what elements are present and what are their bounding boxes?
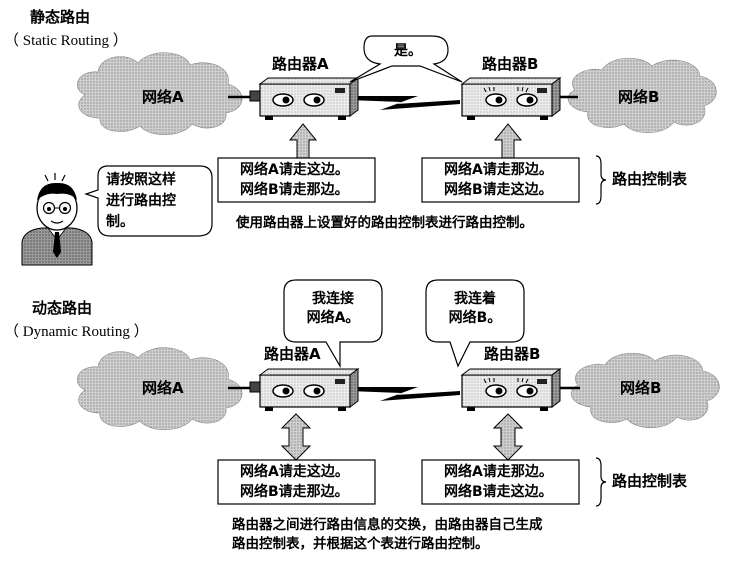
router-icon (249, 77, 360, 120)
router-icon (249, 368, 360, 411)
lightning-link-icon (348, 387, 460, 401)
brace-icon (595, 155, 607, 205)
routing-table-label: 路由控制表 (612, 170, 688, 188)
dynamic-caption: 路由器之间进行路由信息的交换，由路由器自己生成 路由控制表，并根据这个表进行路由… (232, 516, 543, 554)
network-a-label: 网络A (142, 88, 184, 106)
router-b-label: 路由器B (482, 55, 539, 73)
static-routing-subtitle: （ Static Routing ） (4, 33, 128, 49)
admin-bubble-line: 请按照这样 (106, 172, 176, 188)
router-a-bubble-text: 我连接 网络A。 (284, 290, 382, 328)
router-icon (460, 77, 562, 120)
network-a-label: 网络A (142, 379, 184, 397)
admin-speech-bubble (84, 165, 213, 237)
admin-bubble-line: 进行路由控 (106, 193, 176, 209)
router-a-label: 路由器A (264, 345, 321, 363)
administrator-icon (21, 173, 93, 266)
cloud-icon (570, 352, 720, 429)
speech-bubble (349, 35, 463, 83)
dynamic-routing-title: 动态路由 (32, 299, 93, 317)
network-b-label: 网络B (620, 379, 662, 397)
brace-icon (595, 457, 607, 507)
dynamic-routing-subtitle: （ Dynamic Routing ） (4, 324, 149, 340)
network-b-label: 网络B (618, 88, 660, 106)
router-b-label: 路由器B (484, 345, 541, 363)
static-routing-title: 静态路由 (30, 8, 91, 26)
bidirectional-arrow-icon (492, 413, 524, 461)
caption-line: 路由器之间进行路由信息的交换，由路由器自己生成 (232, 517, 543, 533)
routing-entry: 网络B请走那边。 (240, 484, 349, 500)
routing-entry: 网络A请走这边。 (240, 162, 349, 178)
routing-entry: 网络A请走那边。 (444, 162, 553, 178)
bubble-line: 网络B。 (448, 310, 502, 326)
speech-bubble (283, 279, 383, 369)
routing-entry: 网络B请走这边。 (444, 182, 553, 198)
routing-table-a: 网络A请走这边。 网络B请走那边。 (240, 160, 349, 200)
cloud-icon (567, 57, 717, 134)
routing-table-b: 网络A请走那边。 网络B请走这边。 (444, 462, 553, 502)
routing-entry: 网络B请走这边。 (444, 484, 553, 500)
cloud-icon (76, 347, 243, 431)
bidirectional-arrow-icon (280, 413, 312, 461)
router-icon (460, 368, 562, 411)
caption-line: 路由控制表，并根据这个表进行路由控制。 (232, 536, 489, 552)
admin-bubble-line: 制。 (106, 214, 134, 230)
cloud-icon (76, 52, 243, 136)
bubble-line: 我连着 (454, 291, 496, 307)
static-caption: 使用路由器上设置好的路由控制表进行路由控制。 (236, 215, 533, 231)
routing-entry: 网络A请走这边。 (240, 464, 349, 480)
routing-entry: 网络A请走那边。 (444, 464, 553, 480)
up-arrow-icon (493, 123, 523, 159)
router-b-bubble-text: 我连着 网络B。 (426, 290, 524, 328)
up-arrow-icon (288, 123, 318, 159)
speech-bubble (425, 279, 525, 368)
speech-bubble-text: 是。 (394, 43, 422, 59)
router-a-label: 路由器A (272, 55, 329, 73)
routing-entry: 网络B请走那边。 (240, 182, 349, 198)
admin-bubble-text: 请按照这样 进行路由控 制。 (106, 170, 176, 233)
routing-table-label: 路由控制表 (612, 472, 688, 490)
routing-table-b: 网络A请走那边。 网络B请走这边。 (444, 160, 553, 200)
bubble-line: 我连接 (312, 291, 354, 307)
lightning-link-icon (348, 96, 460, 110)
routing-table-a: 网络A请走这边。 网络B请走那边。 (240, 462, 349, 502)
bubble-line: 网络A。 (306, 310, 360, 326)
